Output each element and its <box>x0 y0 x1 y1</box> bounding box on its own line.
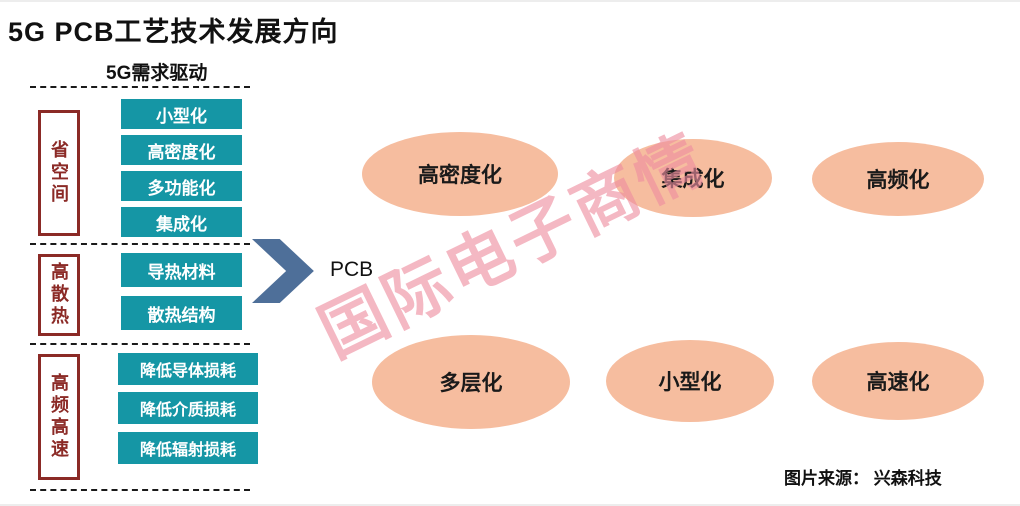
category-box-save-space: 省空间 <box>38 110 80 236</box>
chevron-right-icon <box>252 239 316 308</box>
pcb-label: PCB <box>330 258 374 281</box>
category-box-high-freq-speed: 高频高速 <box>38 354 80 480</box>
result-ellipse: 多层化 <box>372 335 570 429</box>
dashed-divider <box>30 343 250 345</box>
result-ellipse: 高频化 <box>812 142 984 216</box>
result-ellipse: 高密度化 <box>362 132 558 216</box>
category-box-heat-dissipation: 高散热 <box>38 254 80 336</box>
source-credit: 图片来源： 兴森科技 <box>784 469 942 488</box>
result-ellipse: 集成化 <box>614 139 772 217</box>
requirement-item: 多功能化 <box>121 171 242 201</box>
requirement-item: 小型化 <box>121 99 242 129</box>
requirement-item: 导热材料 <box>121 253 242 287</box>
requirement-item: 降低介质损耗 <box>118 392 258 424</box>
driver-label: 5G需求驱动 <box>106 63 208 84</box>
requirement-item: 集成化 <box>121 207 242 237</box>
requirement-item: 散热结构 <box>121 296 242 330</box>
dashed-divider <box>30 489 250 491</box>
requirement-item: 降低导体损耗 <box>118 353 258 385</box>
page-title: 5G PCB工艺技术发展方向 <box>8 17 339 47</box>
result-ellipse: 小型化 <box>606 340 774 422</box>
dashed-divider <box>30 243 250 245</box>
dashed-divider <box>30 86 250 88</box>
result-ellipse: 高速化 <box>812 342 984 420</box>
requirement-item: 高密度化 <box>121 135 242 165</box>
requirement-item: 降低辐射损耗 <box>118 432 258 464</box>
